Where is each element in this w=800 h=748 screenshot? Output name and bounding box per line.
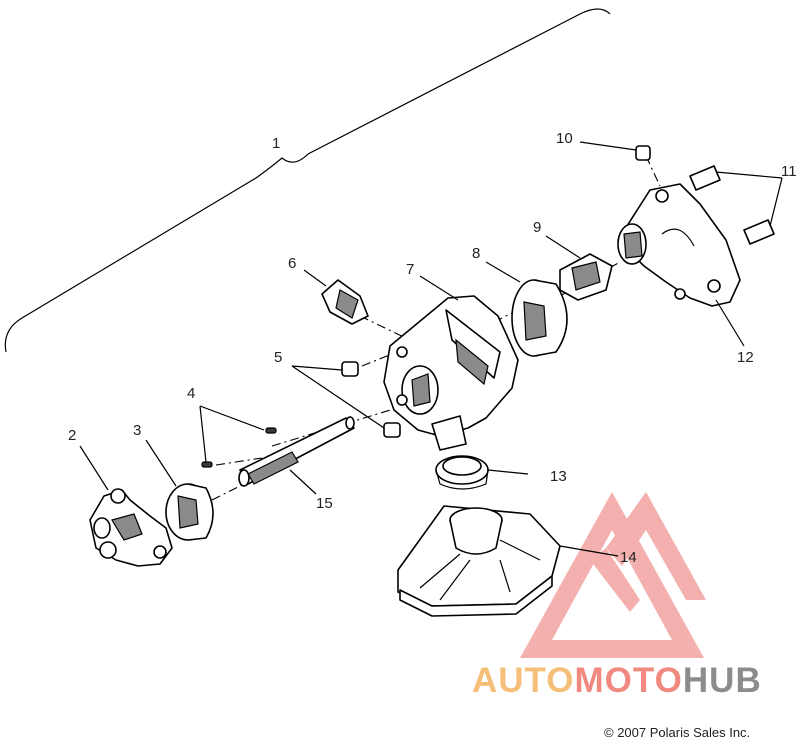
callout-3: 3	[133, 422, 141, 439]
part-plug	[635, 145, 651, 161]
callout-5: 5	[274, 349, 282, 366]
part-seal	[435, 455, 489, 490]
callout-13: 13	[550, 468, 567, 485]
part-pump-cover	[89, 488, 173, 567]
assembly-bracket	[4, 8, 611, 353]
part-housing-plate	[617, 183, 741, 307]
part-dowel-pins	[689, 165, 775, 245]
callout-15: 15	[316, 495, 333, 512]
copyright-notice: © 2007 Polaris Sales Inc.	[604, 725, 750, 740]
part-pickup-screen	[397, 505, 561, 617]
callout-6: 6	[288, 255, 296, 272]
callout-10: 10	[556, 130, 573, 147]
callout-4: 4	[187, 385, 195, 402]
callout-7: 7	[406, 261, 414, 278]
part-outer-rotor	[511, 279, 568, 357]
part-fitting	[321, 279, 369, 325]
part-pins	[201, 427, 277, 468]
watermark-auto: AUTO	[472, 661, 575, 700]
part-shaft	[238, 416, 355, 487]
part-coupler	[559, 253, 613, 301]
callout-labels: 1 2 3 4 5 6 7 8 9 10 11 12 13 14 15	[68, 130, 797, 566]
leader-lines	[79, 141, 783, 557]
part-pump-body	[383, 295, 519, 451]
part-rotor	[165, 483, 214, 541]
callout-2: 2	[68, 427, 76, 444]
callout-12: 12	[737, 349, 754, 366]
watermark-text: AUTOMOTOHUB	[472, 661, 762, 700]
callout-8: 8	[472, 245, 480, 262]
callout-9: 9	[533, 219, 541, 236]
callout-11: 11	[781, 163, 797, 180]
watermark-hub: HUB	[683, 661, 762, 700]
part-dowels	[341, 361, 401, 438]
watermark-logo	[520, 492, 706, 658]
callout-14: 14	[620, 549, 637, 566]
watermark-moto: MOTO	[575, 661, 683, 700]
callout-1: 1	[272, 135, 280, 152]
